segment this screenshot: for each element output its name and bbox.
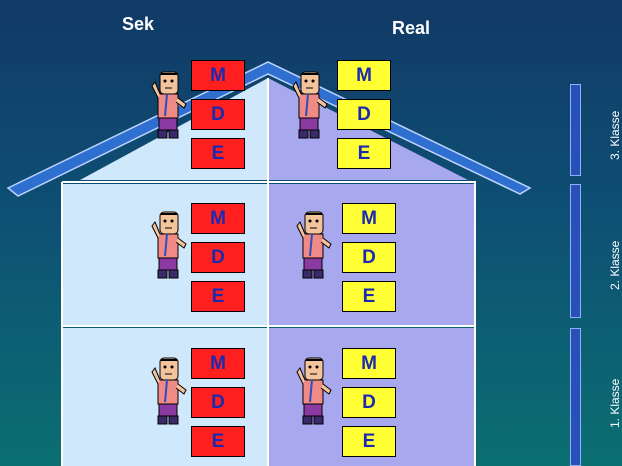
sek-1-d: D [191,387,245,418]
real-2-m: M [342,203,396,234]
sek-1-m: M [191,348,245,379]
real-2-e: E [342,281,396,312]
real-1-d: D [342,387,396,418]
grade-bar-1 [570,328,581,466]
sek-2-d: D [191,242,245,273]
grade-label-2: 2. Klasse [608,240,622,290]
roof-beam [6,61,532,197]
sek-2-m: M [191,203,245,234]
real-label: Real [392,18,431,38]
sek-label: Sek [122,14,155,34]
grade-bar-3 [570,84,581,176]
real-3-e: E [337,138,391,169]
real-3-d: D [337,99,391,130]
sek-1-e: E [191,426,245,457]
real-2-d: D [342,242,396,273]
real-1-e: E [342,426,396,457]
grade-bar-2 [570,184,581,318]
sek-3-d: D [191,99,245,130]
sek-3-m: M [191,60,245,91]
sek-3-e: E [191,138,245,169]
grade-label-1: 1. Klasse [608,378,622,428]
sek-2-e: E [191,281,245,312]
real-1-m: M [342,348,396,379]
grade-label-3: 3. Klasse [608,110,622,160]
real-3-m: M [337,60,391,91]
